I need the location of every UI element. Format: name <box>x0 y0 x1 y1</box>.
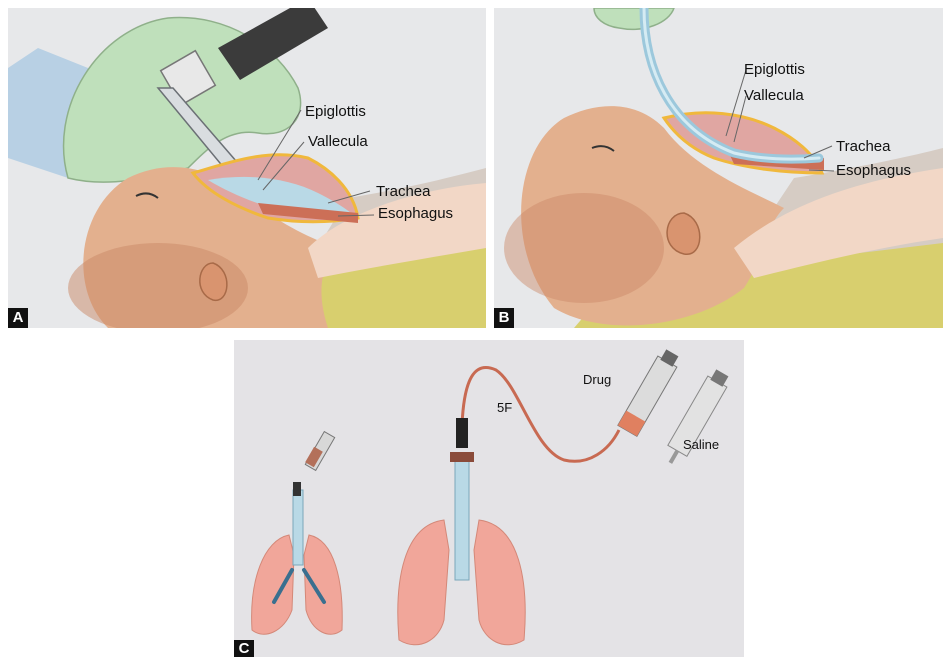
large-lungs <box>398 452 525 645</box>
label-epiglottis: Epiglottis <box>305 104 366 119</box>
panel-b-intubation: Epiglottis Vallecula Trachea Esophagus B <box>494 8 943 328</box>
label-esophagus: Esophagus <box>836 163 911 178</box>
drug-syringe <box>618 347 682 436</box>
gloved-fingers <box>594 8 674 29</box>
small-lungs <box>252 490 343 634</box>
label-epiglottis: Epiglottis <box>744 62 805 77</box>
label-saline: Saline <box>683 438 719 451</box>
small-syringe <box>293 432 335 496</box>
label-vallecula: Vallecula <box>744 88 804 103</box>
panel-a-laryngoscopy: Epiglottis Vallecula Trachea Esophagus A <box>8 8 486 328</box>
hair-shading <box>504 193 664 303</box>
label-trachea: Trachea <box>376 184 430 199</box>
panel-c-illustration <box>234 340 744 657</box>
panel-tag-c: C <box>234 640 254 657</box>
panel-tag-a: A <box>8 308 28 328</box>
panel-c-drug-delivery: 5F Drug Saline C <box>234 340 744 657</box>
catheter-hub <box>456 418 468 448</box>
panel-a-illustration <box>8 8 486 328</box>
saline-syringe <box>661 367 732 468</box>
label-esophagus: Esophagus <box>378 206 453 221</box>
label-5f: 5F <box>497 401 512 414</box>
label-drug: Drug <box>583 373 611 386</box>
panel-tag-b: B <box>494 308 514 328</box>
label-vallecula: Vallecula <box>308 134 368 149</box>
label-trachea: Trachea <box>836 139 890 154</box>
